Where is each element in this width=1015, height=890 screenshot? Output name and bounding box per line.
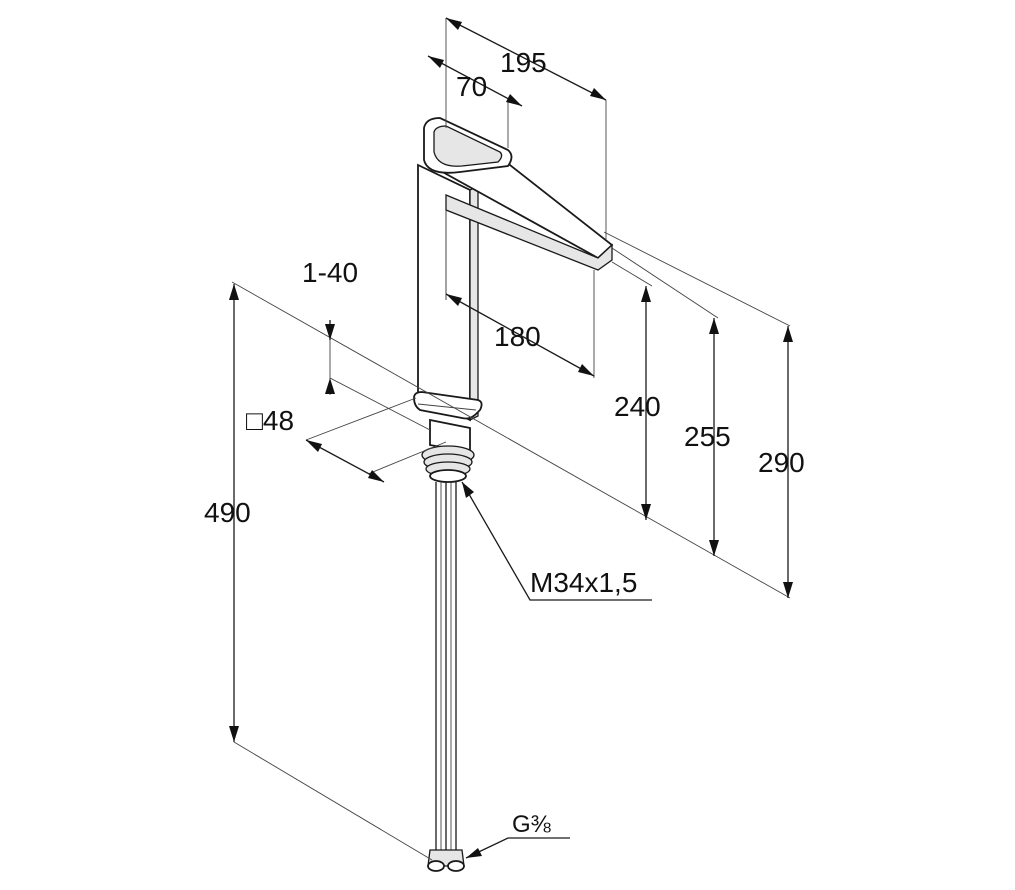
dim-48: □48 <box>246 405 294 436</box>
base-rosette <box>413 391 483 420</box>
dim-thread: M34x1,5 <box>530 567 637 598</box>
dim-195: 195 <box>500 47 547 78</box>
dim-1-40: 1-40 <box>302 257 358 288</box>
flexible-hose <box>435 482 457 852</box>
dim-290: 290 <box>758 447 805 478</box>
faucet-body <box>413 117 614 872</box>
dim-180: 180 <box>494 321 541 352</box>
dim-connection: G⅜ <box>512 811 552 838</box>
dimension-lines <box>229 17 793 861</box>
dim-490: 490 <box>204 497 251 528</box>
lever-top-recess <box>433 125 503 167</box>
hose-fitting <box>427 849 465 872</box>
dim-240: 240 <box>614 391 661 422</box>
dimension-labels: 195 70 180 1-40 □48 240 255 290 490 M34x… <box>204 47 805 838</box>
dim-70: 70 <box>456 71 487 102</box>
thread-nut <box>421 445 475 483</box>
dim-255: 255 <box>684 421 731 452</box>
